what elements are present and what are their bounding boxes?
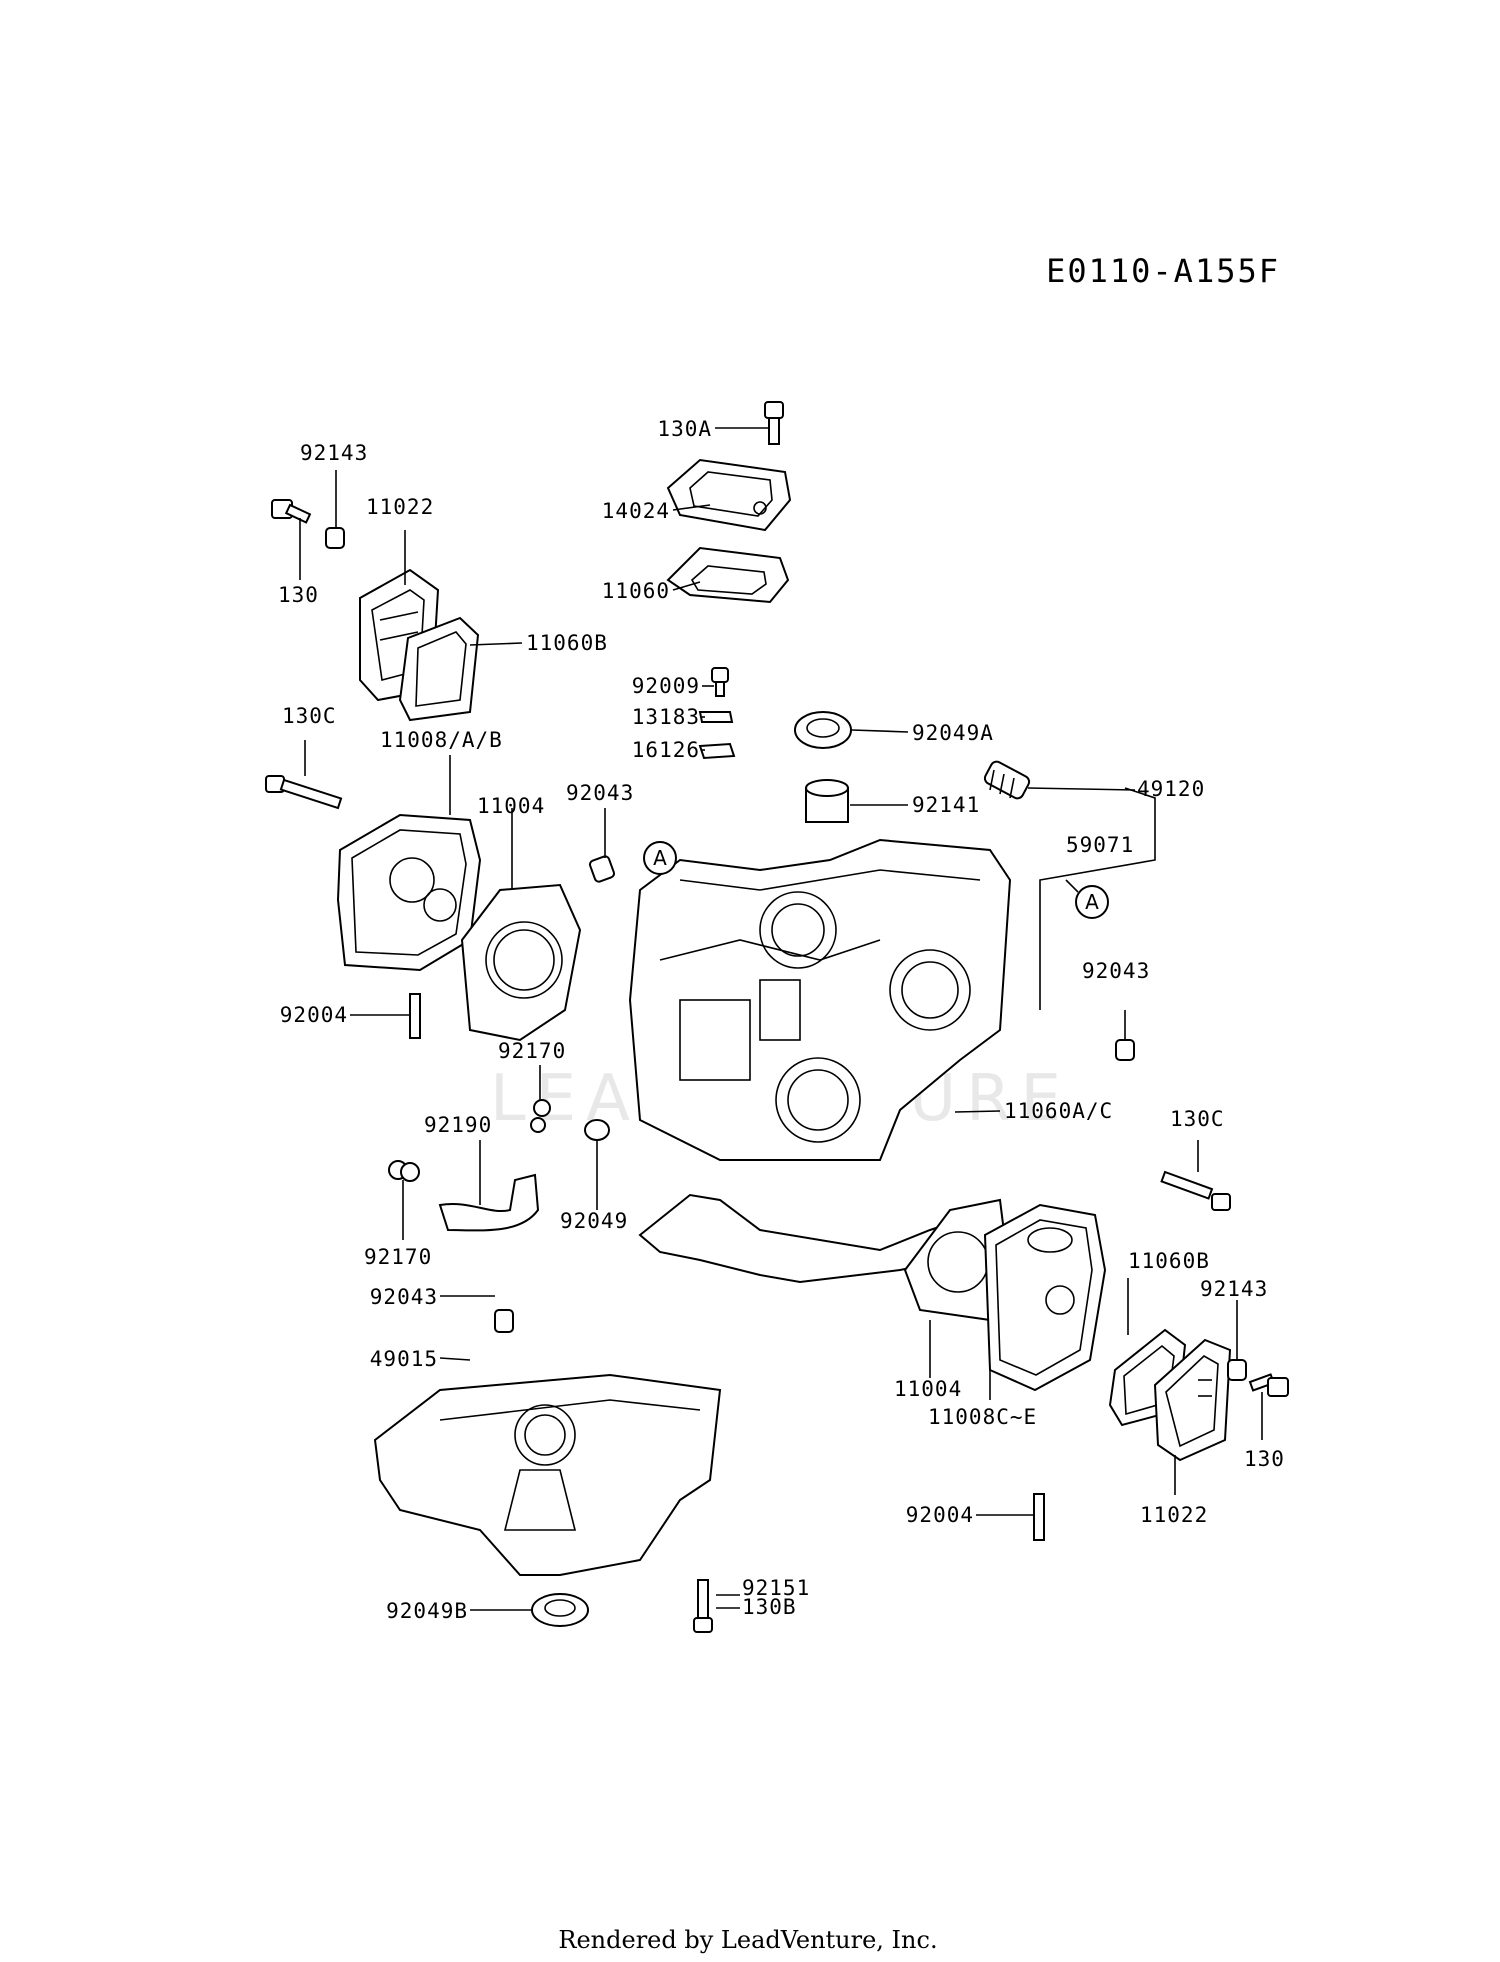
label-92143-left: 92143 [300, 441, 368, 465]
spring-59071 [983, 760, 1031, 800]
plate-13183 [698, 711, 734, 723]
footer-credit: Rendered by LeadVenture, Inc. [558, 1926, 937, 1954]
bolt-130a [764, 401, 784, 445]
breather-cover-14024 [666, 458, 792, 532]
label-92049: 92049 [560, 1209, 628, 1233]
label-130C-left: 130C [282, 704, 337, 728]
label-92004-right: 92004 [906, 1503, 974, 1527]
label-49120: 49120 [1137, 777, 1205, 801]
diagram-code: E0110-A155F [1046, 252, 1280, 290]
dowel-92043-top [588, 855, 616, 883]
cylinder-head-11008ce [983, 1203, 1107, 1392]
label-130A: 130A [657, 417, 712, 441]
label-92043-right: 92043 [1082, 959, 1150, 983]
label-11060B-right: 11060B [1128, 1249, 1210, 1273]
bolt-130-right [1248, 1373, 1289, 1397]
rocker-cover-11022-right [1153, 1338, 1232, 1462]
oil-seal-92049a [794, 711, 852, 749]
label-11004-left: 11004 [477, 794, 545, 818]
label-11008AB: 11008/A/B [380, 728, 503, 752]
label-130B: 130B [742, 1595, 797, 1619]
bolt-130c-right [1160, 1170, 1231, 1211]
hose-fitting-92170-top [530, 1099, 551, 1133]
label-92009: 92009 [632, 674, 700, 698]
bolt-92151-130b [693, 1579, 713, 1633]
label-11008CE: 11008C~E [928, 1405, 1037, 1429]
label-92170-top: 92170 [498, 1039, 566, 1063]
label-92141: 92141 [912, 793, 980, 817]
clamp-92170-bottom [388, 1160, 420, 1182]
bolt-92009 [711, 667, 729, 697]
label-11060: 11060 [602, 579, 670, 603]
label-92151: 92151 [742, 1576, 810, 1600]
head-gasket-11004-left [460, 883, 582, 1042]
label-130-left: 130 [278, 583, 319, 607]
label-92043-top: 92043 [566, 781, 634, 805]
label-130C-right: 130C [1170, 1107, 1225, 1131]
label-11060B-left: 11060B [526, 631, 608, 655]
dowel-92043-right [1115, 1039, 1135, 1061]
gasket-11060b-left [398, 616, 480, 722]
bolt-130-left [271, 499, 312, 524]
label-13183: 13183 [632, 705, 700, 729]
oil-seal-92049 [584, 1119, 610, 1141]
oil-pan-49015 [373, 1373, 722, 1576]
label-49015: 49015 [370, 1347, 438, 1371]
cylinder-head-11008 [336, 813, 482, 972]
collar-92143-right [1227, 1359, 1247, 1381]
label-92004-left: 92004 [280, 1003, 348, 1027]
stud-92004-left [409, 993, 421, 1039]
label-11022-right: 11022 [1140, 1503, 1208, 1527]
label-92049B: 92049B [386, 1599, 468, 1623]
dowel-92043-bottom [494, 1309, 514, 1333]
bolt-130c-left [265, 775, 343, 810]
label-92043-bottom: 92043 [370, 1285, 438, 1309]
plate-16126 [698, 742, 736, 760]
label-14024: 14024 [602, 499, 670, 523]
crankcase-49120 [628, 838, 1012, 1161]
label-130-right: 130 [1244, 1447, 1285, 1471]
label-92049A: 92049A [912, 721, 994, 745]
label-11060AC: 11060A/C [1004, 1099, 1113, 1123]
label-11022-left: 11022 [366, 495, 434, 519]
label-11004-right: 11004 [894, 1377, 962, 1401]
ref-marker-a-right: A [1075, 885, 1109, 919]
svg-text:A: A [653, 846, 667, 870]
gasket-11060 [666, 546, 790, 604]
stud-92004-right [1033, 1493, 1045, 1541]
oil-seal-92049b [531, 1593, 589, 1627]
label-59071: 59071 [1066, 833, 1134, 857]
bushing-92141 [805, 779, 849, 823]
part-labels: 130A 14024 11060 92143 11022 130 11060B … [278, 417, 1285, 1623]
label-92143-right: 92143 [1200, 1277, 1268, 1301]
leader-lines [299, 427, 1263, 1611]
ref-marker-a-left: A [643, 841, 677, 875]
svg-text:A: A [1085, 890, 1099, 914]
label-16126: 16126 [632, 738, 700, 762]
label-92170-bottom: 92170 [364, 1245, 432, 1269]
collar-92143-left [325, 527, 345, 549]
label-92190: 92190 [424, 1113, 492, 1137]
breather-hose-92190 [438, 1173, 540, 1232]
